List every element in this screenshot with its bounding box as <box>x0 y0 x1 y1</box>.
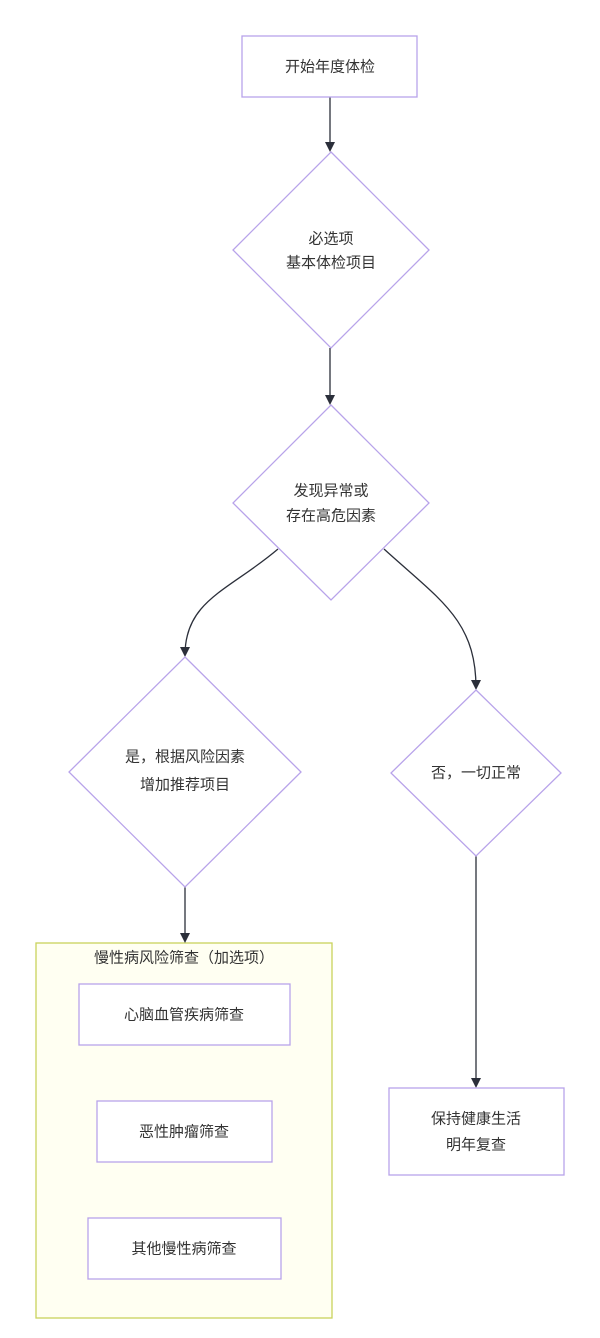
node-end-label-1: 保持健康生活 <box>431 1110 521 1128</box>
node-start: 开始年度体检 <box>241 35 418 98</box>
node-decision-label-1: 发现异常或 <box>293 482 368 500</box>
node-basic-label-2: 基本体检项目 <box>286 254 376 272</box>
node-cardiovascular: 心脑血管疾病筛查 <box>78 983 291 1046</box>
node-yes: 是，根据风险因素 增加推荐项目 <box>68 656 302 888</box>
node-basic-items: 必选项 基本体检项目 <box>232 151 430 349</box>
node-decision: 发现异常或 存在高危因素 <box>232 404 430 601</box>
cluster-title: 慢性病风险筛查（加选项） <box>94 949 274 967</box>
node-tumor: 恶性肿瘤筛查 <box>96 1100 273 1163</box>
node-cardiovascular-label: 心脑血管疾病筛查 <box>124 1006 244 1024</box>
node-yes-label-1: 是，根据风险因素 <box>125 748 245 766</box>
node-end: 保持健康生活 明年复查 <box>388 1087 565 1176</box>
node-other-chronic: 其他慢性病筛查 <box>87 1217 282 1280</box>
node-no: 否，一切正常 <box>390 689 562 857</box>
node-decision-label-2: 存在高危因素 <box>286 507 376 525</box>
edge-decision-no <box>383 548 481 690</box>
edge-decision-yes <box>180 548 279 657</box>
node-end-label-2: 明年复查 <box>446 1136 506 1154</box>
node-start-label: 开始年度体检 <box>285 58 375 76</box>
node-yes-label-2: 增加推荐项目 <box>140 776 230 794</box>
node-other-chronic-label: 其他慢性病筛查 <box>131 1240 236 1258</box>
node-basic-label-1: 必选项 <box>308 230 353 248</box>
node-no-label: 否，一切正常 <box>431 764 521 782</box>
node-tumor-label: 恶性肿瘤筛查 <box>139 1123 229 1141</box>
